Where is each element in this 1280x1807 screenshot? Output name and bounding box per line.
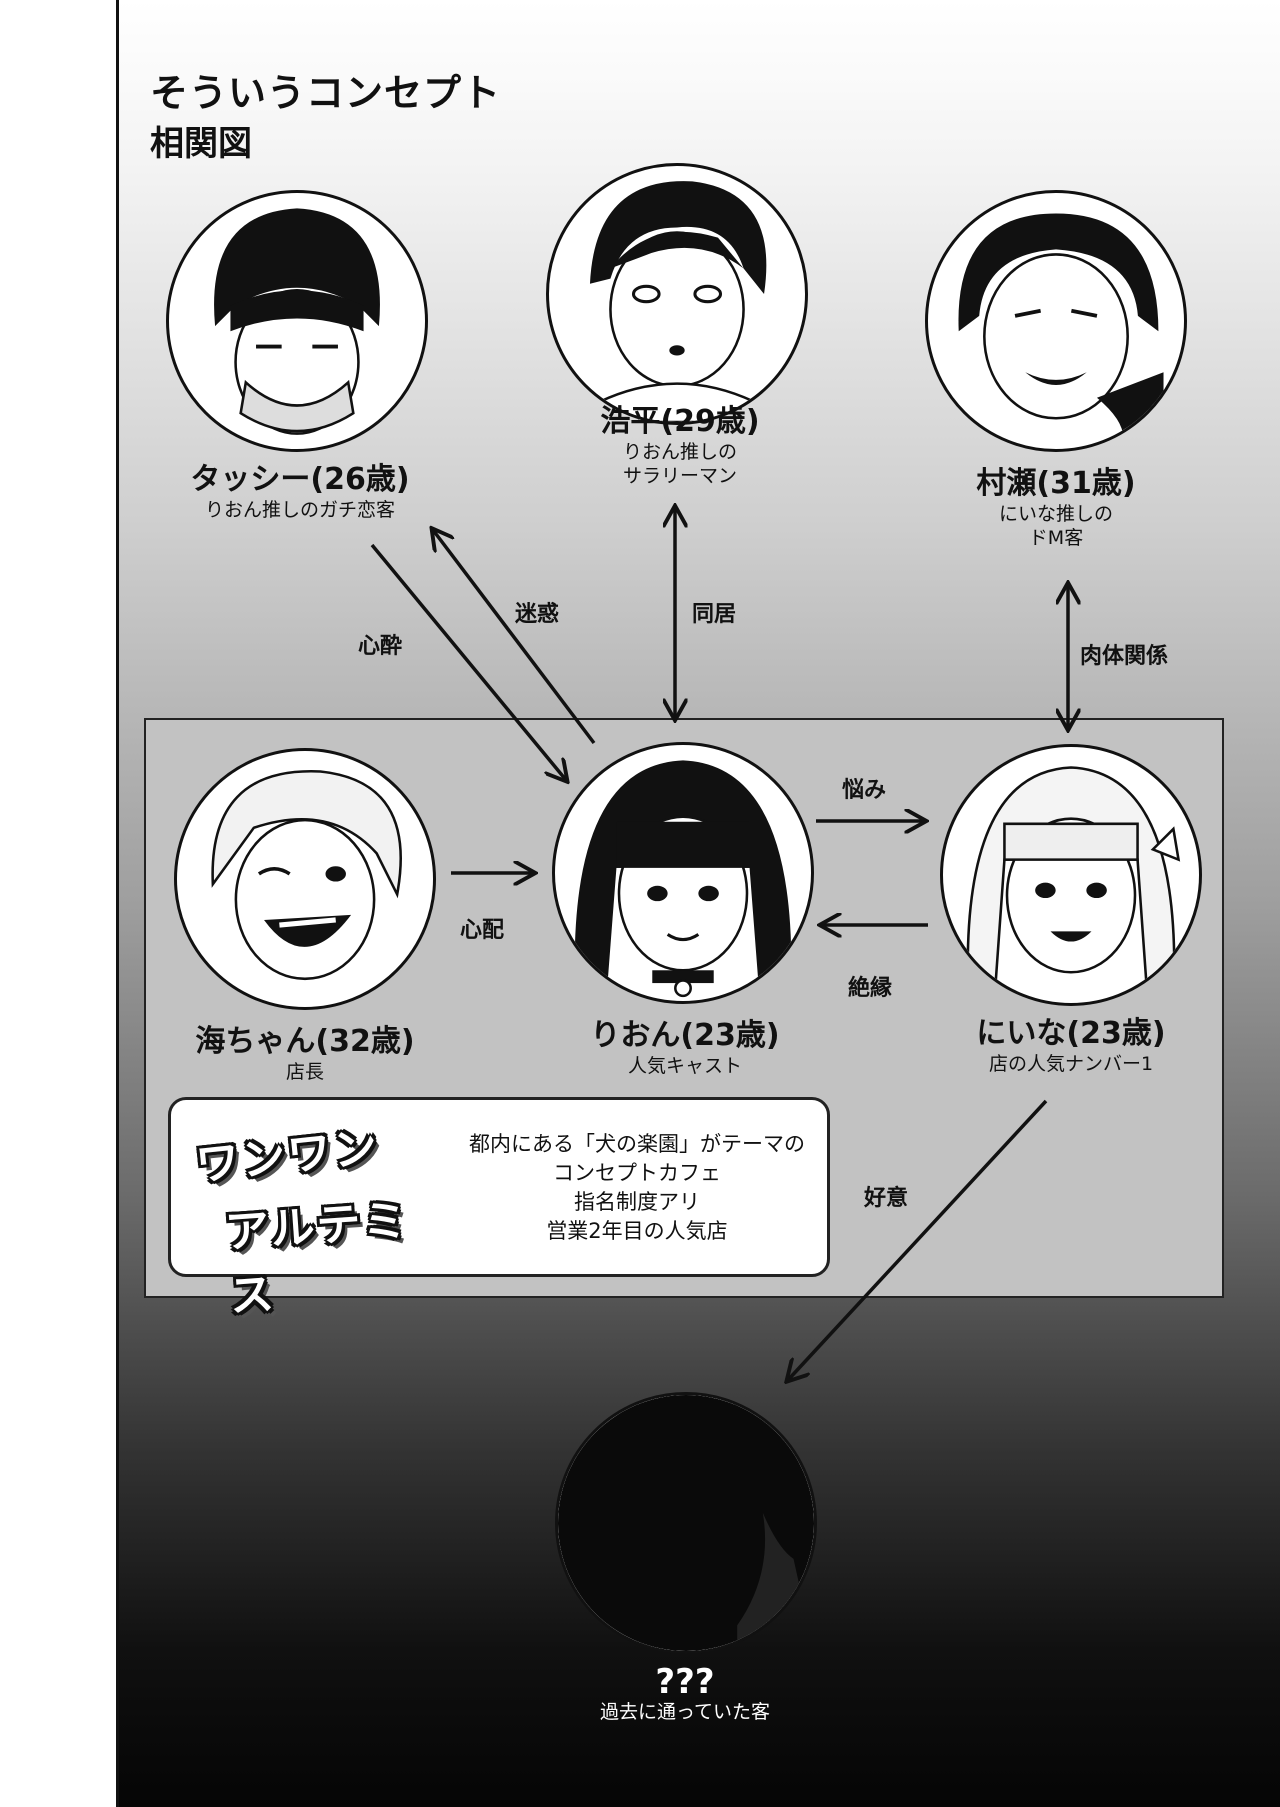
desc-murase-1: にいな推しの <box>998 503 1113 525</box>
name-niina: にいな(23歳) 店の人気ナンバー1 <box>944 1016 1198 1076</box>
shop-info-line: 指名制度アリ <box>574 1190 700 1214</box>
name-murase-label: 村瀬(31歳) <box>976 466 1136 501</box>
name-tasshi-label: タッシー(26歳) <box>190 462 410 497</box>
name-umi: 海ちゃん(32歳) 店長 <box>180 1024 430 1084</box>
desc-unknown: 過去に通っていた客 <box>599 1701 771 1723</box>
name-kouhei-label: 浩平(29歳) <box>600 404 760 439</box>
page-title: そういうコンセプト <box>150 71 502 115</box>
name-rion: りおん(23歳) 人気キャスト <box>560 1018 810 1078</box>
shop-logo-line1: ワンワン <box>193 1121 382 1192</box>
portrait-rion <box>552 742 814 1004</box>
relation-label-shinpai: 心配 <box>460 918 505 943</box>
relation-label-koui: 好意 <box>864 1186 909 1211</box>
name-rion-label: りおん(23歳) <box>590 1018 780 1053</box>
name-umi-label: 海ちゃん(32歳) <box>195 1024 415 1059</box>
desc-kouhei-1: りおん推しの <box>622 441 737 463</box>
relation-label-nikutai: 肉体関係 <box>1080 644 1169 669</box>
name-tasshi: タッシー(26歳) りおん推しのガチ恋客 <box>180 462 420 522</box>
desc-niina: 店の人気ナンバー1 <box>988 1053 1154 1075</box>
portrait-tasshi <box>166 190 428 452</box>
relation-label-zetsuen: 絶縁 <box>848 976 893 1001</box>
desc-umi: 店長 <box>285 1061 324 1083</box>
shop-info-line: 都内にある「犬の楽園」がテーマの <box>469 1132 805 1156</box>
name-kouhei: 浩平(29歳) りおん推しの サラリーマン <box>560 404 800 488</box>
page-subtitle: 相関図 <box>150 124 252 164</box>
portrait-niina <box>940 744 1202 1006</box>
shop-info-line: コンセプトカフェ <box>553 1161 721 1185</box>
relation-label-doukyo: 同居 <box>692 602 737 627</box>
relation-label-shinsui: 心酔 <box>358 634 403 659</box>
portrait-kouhei <box>546 163 808 425</box>
shop-info-line: 営業2年目の人気店 <box>546 1219 728 1243</box>
portrait-umi <box>174 748 436 1010</box>
name-unknown: ??? 過去に通っていた客 <box>560 1664 810 1724</box>
shop-info-box: ワンワン アルテミス 都内にある「犬の楽園」がテーマの コンセプトカフェ 指名制… <box>168 1097 830 1322</box>
portrait-murase <box>925 190 1187 452</box>
shop-description: 都内にある「犬の楽園」がテーマの コンセプトカフェ 指名制度アリ 営業2年目の人… <box>457 1130 817 1246</box>
desc-murase-2: ドM客 <box>1028 527 1084 549</box>
relation-label-nayami: 悩み <box>842 778 887 803</box>
shop-logo: ワンワン アルテミス <box>187 1108 417 1322</box>
desc-kouhei-2: サラリーマン <box>622 465 737 487</box>
desc-rion: 人気キャスト <box>627 1055 742 1077</box>
desc-tasshi: りおん推しのガチ恋客 <box>204 499 395 521</box>
shop-logo-line2: アルテミス <box>223 1194 411 1323</box>
relation-label-meiwaku: 迷惑 <box>515 602 560 627</box>
name-niina-label: にいな(23歳) <box>976 1016 1166 1051</box>
name-unknown-label: ??? <box>655 1662 715 1702</box>
name-murase: 村瀬(31歳) にいな推しの ドM客 <box>936 466 1176 550</box>
portrait-unknown <box>555 1392 817 1654</box>
